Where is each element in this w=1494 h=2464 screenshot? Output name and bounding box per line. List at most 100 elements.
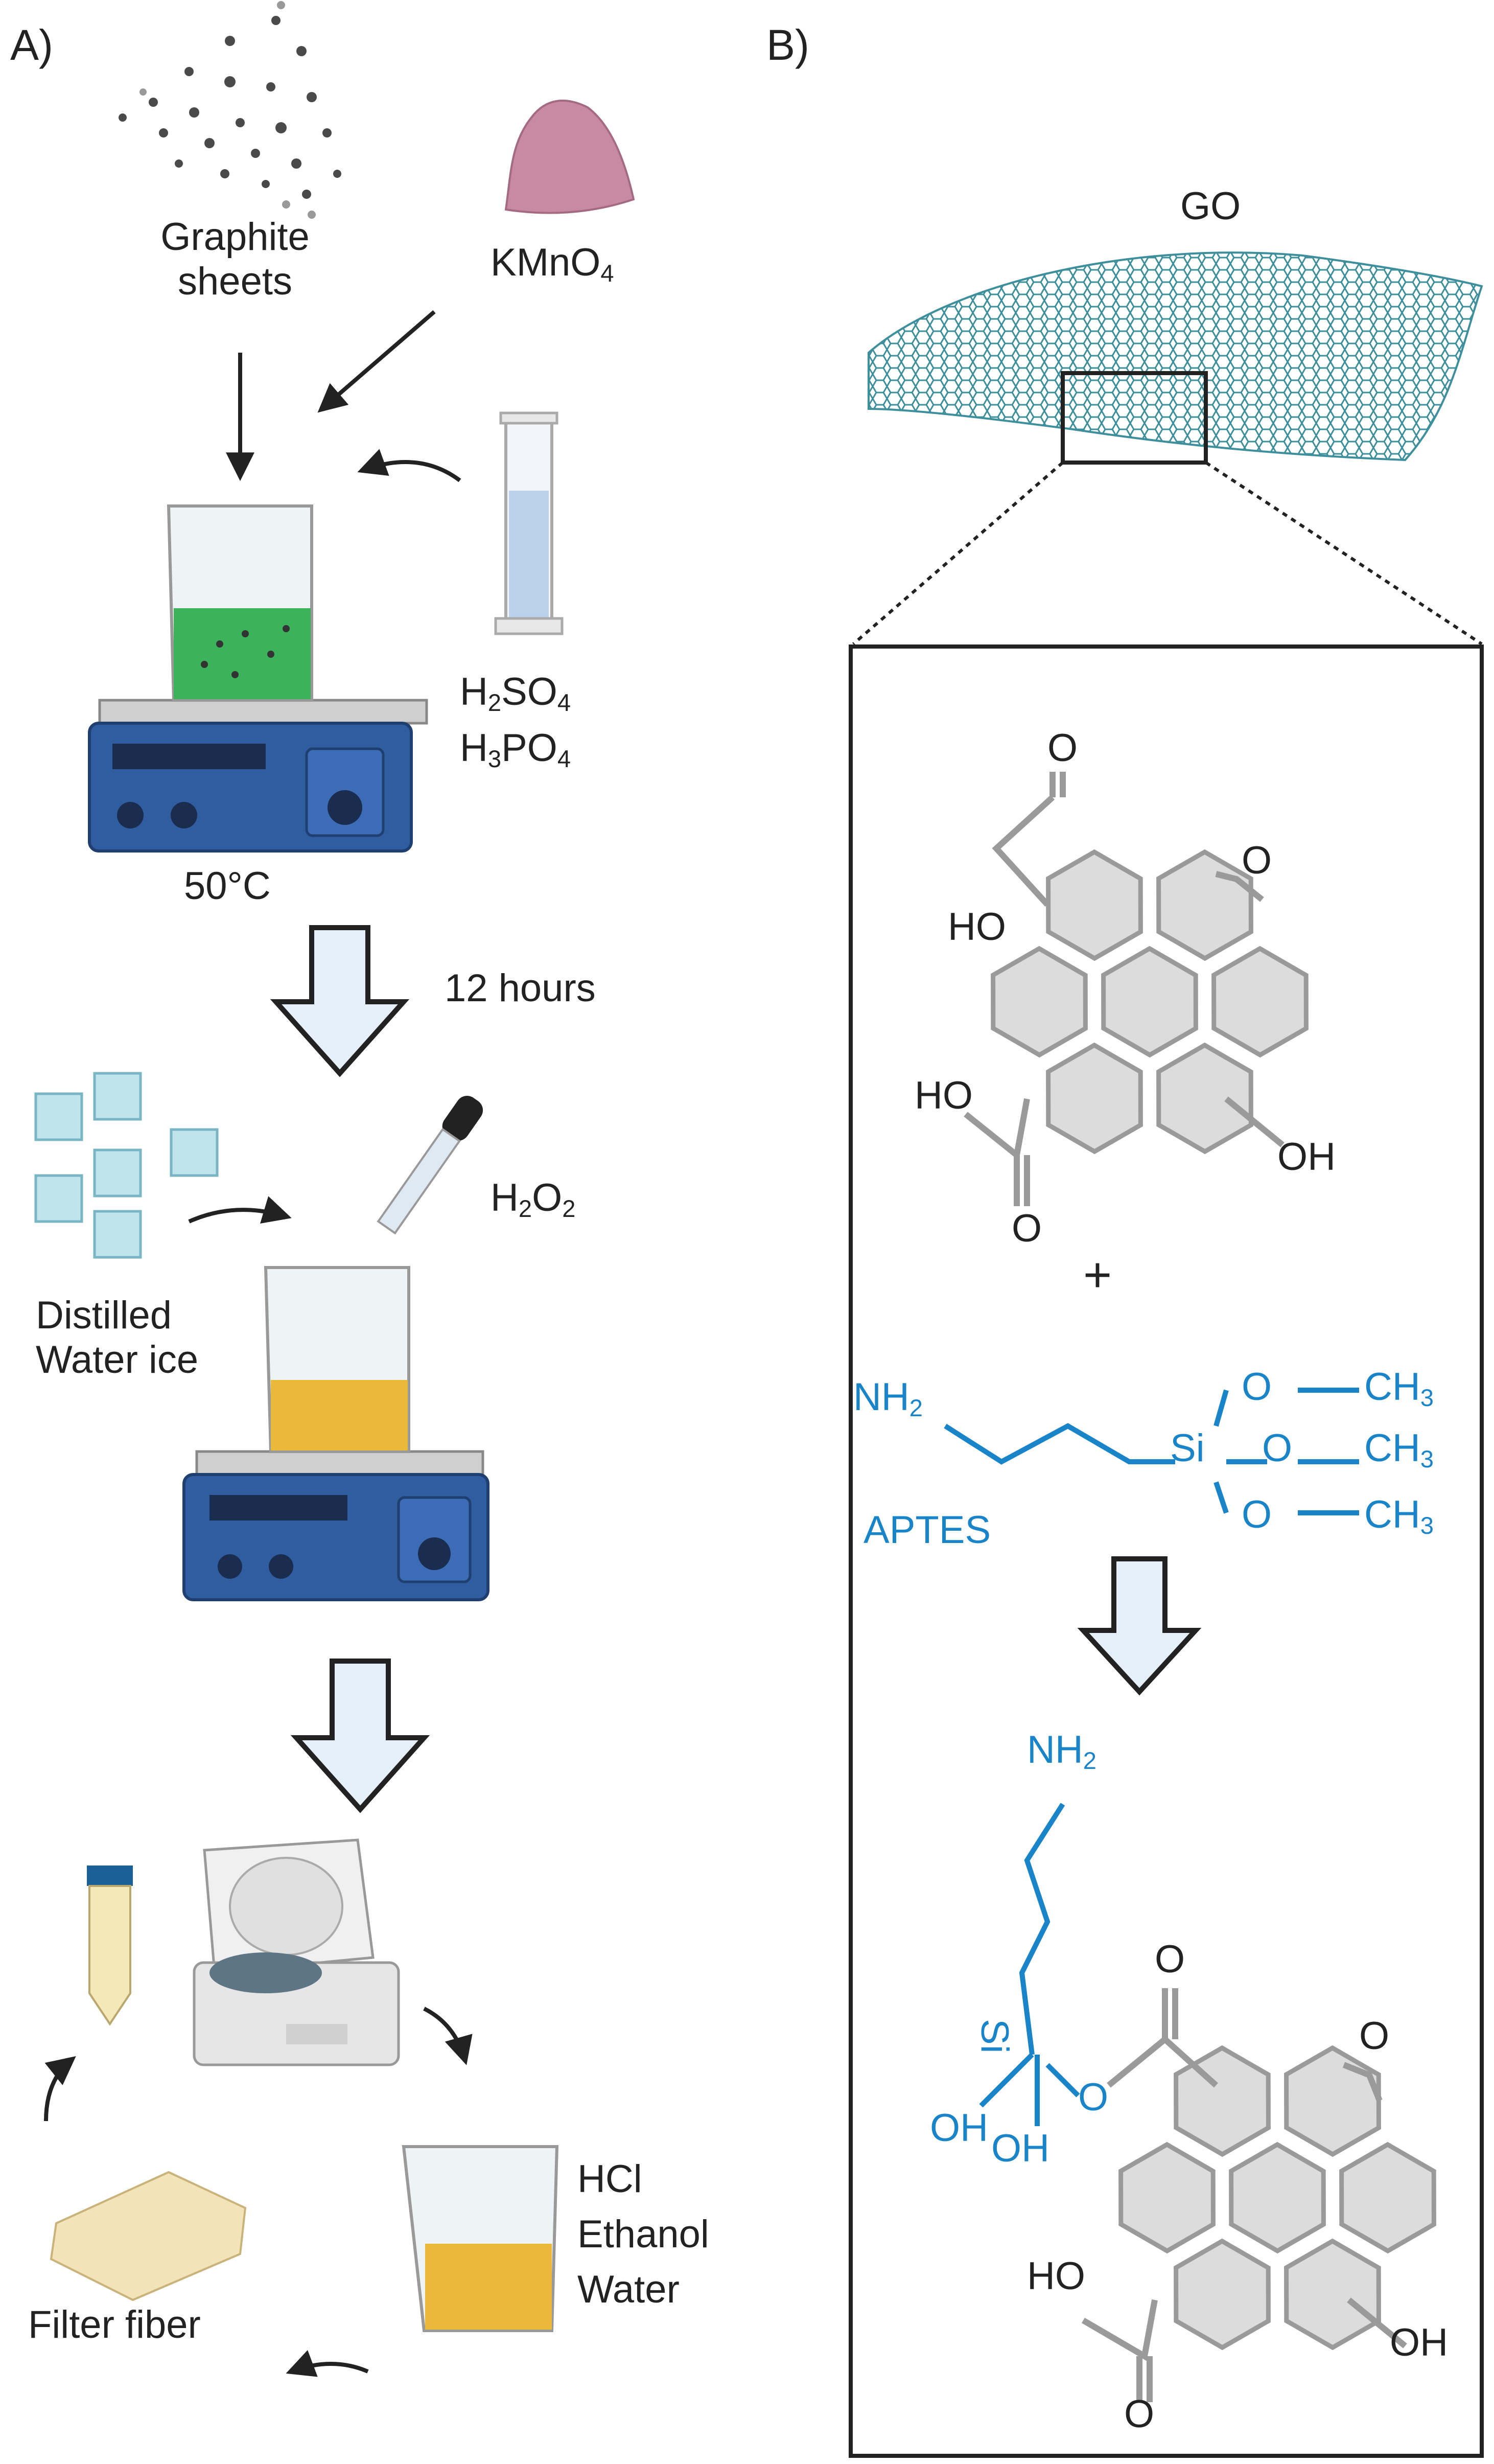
mol1-epoxide-o: O: [1242, 839, 1272, 882]
dropper-icon: [377, 1095, 483, 1235]
ice-label-line2: Water ice: [36, 1338, 199, 1382]
aptes-nh2-base: NH: [853, 1375, 909, 1419]
product-nh2: NH2: [1027, 1728, 1096, 1775]
aptes-molecule: [944, 1388, 1359, 1515]
plus-sign: +: [1083, 1248, 1112, 1302]
kmno4-label: KMnO4: [491, 240, 614, 287]
beaker-amber-icon: [264, 1266, 410, 1453]
graphite-label-line2: sheets: [178, 260, 292, 304]
mol1-oh: OH: [1277, 1135, 1336, 1179]
acid1-label: H2SO4: [460, 670, 571, 717]
product-o-link: O: [1078, 2076, 1109, 2119]
h2o2-a-sub: 2: [518, 1194, 532, 1222]
go-molecule-top-bonds: [964, 772, 1285, 1206]
mol1-o-top: O: [1047, 726, 1078, 770]
zoom-line-left: [852, 461, 1064, 646]
arrow-acids: [357, 449, 461, 482]
h2o2-label: H2O2: [491, 1176, 575, 1223]
h2o2-a: H: [491, 1176, 519, 1219]
aptes-nh2-sub: 2: [909, 1394, 923, 1421]
step-arrow-2: [290, 1659, 430, 1813]
graduated-cylinder-icon: [494, 411, 564, 635]
arrow-cycle-2: [286, 2350, 369, 2377]
ice-cubes-icon: [34, 1072, 219, 1259]
graphite-label: Graphite sheets: [133, 215, 337, 304]
acid1-a-sub: 2: [487, 688, 502, 716]
product-aptes-chain: [979, 1803, 1080, 2126]
filter-fiber-icon: [50, 2171, 247, 2301]
aptes-nh2: NH2: [853, 1375, 923, 1422]
beaker-green-icon: [167, 504, 313, 702]
reaction-arrow: [1077, 1556, 1202, 1696]
product-ho: HO: [1027, 2254, 1085, 2298]
wash-label-line2: Ethanol: [577, 2212, 709, 2256]
product-oh-1: OH: [930, 2106, 988, 2150]
acid1-a: H: [460, 670, 488, 713]
arrow-kmno4: [317, 310, 436, 413]
temperature-label: 50°C: [184, 864, 271, 908]
go-label: GO: [1180, 185, 1241, 228]
aptes-ch3-1: CH3: [1364, 1365, 1434, 1412]
product-o-bottom: O: [1124, 2392, 1155, 2436]
wash-label: HCl Ethanol Water: [577, 2152, 709, 2317]
zoom-box: [1061, 371, 1208, 465]
go-sheet-icon: [868, 251, 1483, 462]
acid2-b: PO: [501, 726, 557, 770]
mol1-o-bottom: O: [1012, 1207, 1042, 1250]
graphite-label-line1: Graphite: [160, 215, 310, 259]
step-arrow-1: [270, 925, 410, 1077]
duration-label: 12 hours: [445, 966, 596, 1010]
arrow-ice: [188, 1196, 292, 1224]
product-o-top: O: [1155, 1938, 1185, 1981]
aptes-ch3-2-base: CH: [1364, 1426, 1420, 1470]
aptes-label: APTES: [863, 1508, 991, 1552]
kmno4-powder-icon: [504, 99, 635, 214]
zoom-panel: [849, 644, 1484, 2458]
acid1-b: SO: [501, 670, 557, 713]
arrow-cycle-1: [423, 2007, 473, 2065]
aptes-ch3-2-sub: 3: [1420, 1445, 1434, 1472]
go-molecule-bottom-bonds: [1081, 1988, 1407, 2402]
aptes-ch3-2: CH3: [1364, 1426, 1434, 1473]
aptes-si: Si: [1170, 1426, 1205, 1470]
acid2-b-sub: 4: [557, 745, 571, 772]
zoom-line-right: [1205, 461, 1483, 646]
product-si: Si: [973, 2019, 1016, 2054]
acid2-label: H3PO4: [460, 726, 571, 773]
aptes-o-3: O: [1242, 1493, 1272, 1536]
wash-label-line1: HCl: [577, 2157, 642, 2201]
aptes-ch3-3-base: CH: [1364, 1493, 1420, 1536]
aptes-ch3-3: CH3: [1364, 1492, 1434, 1539]
acid1-b-sub: 4: [557, 688, 571, 716]
panel-a-letter: A): [10, 21, 53, 69]
product-nh2-sub: 2: [1083, 1746, 1096, 1774]
aptes-ch3-1-sub: 3: [1420, 1384, 1434, 1411]
filter-label: Filter fiber: [28, 2303, 201, 2346]
aptes-o-2: O: [1262, 1426, 1293, 1470]
hotplate-2-icon: [182, 1450, 489, 1601]
panel-b-letter: B): [766, 21, 809, 69]
product-nh2-base: NH: [1027, 1728, 1083, 1771]
arrow-cycle-3: [44, 2056, 76, 2122]
product-oh-2: OH: [991, 2127, 1049, 2170]
graphite-sheets-icon: [119, 1, 341, 219]
centrifuge-icon: [193, 1838, 400, 2066]
ice-label-line1: Distilled: [36, 1294, 172, 1337]
beaker-wash-icon: [402, 2145, 559, 2332]
mol1-ho-left: HO: [915, 1074, 973, 1117]
acid2-a-sub: 3: [487, 745, 502, 772]
aptes-ch3-1-base: CH: [1364, 1365, 1420, 1409]
h2o2-b-sub: 2: [562, 1194, 576, 1222]
wash-label-line3: Water: [577, 2267, 680, 2311]
hotplate-1-icon: [88, 699, 428, 853]
falcon-tube-icon: [87, 1866, 133, 2026]
mol1-ho-top: HO: [948, 905, 1006, 949]
acid2-a: H: [460, 726, 488, 770]
product-oh: OH: [1390, 2321, 1448, 2364]
kmno4-sub: 4: [600, 259, 614, 287]
aptes-ch3-3-sub: 3: [1420, 1511, 1434, 1539]
product-epoxide-o: O: [1359, 2014, 1390, 2058]
h2o2-b: O: [532, 1176, 563, 1219]
ice-label: Distilled Water ice: [36, 1293, 198, 1383]
